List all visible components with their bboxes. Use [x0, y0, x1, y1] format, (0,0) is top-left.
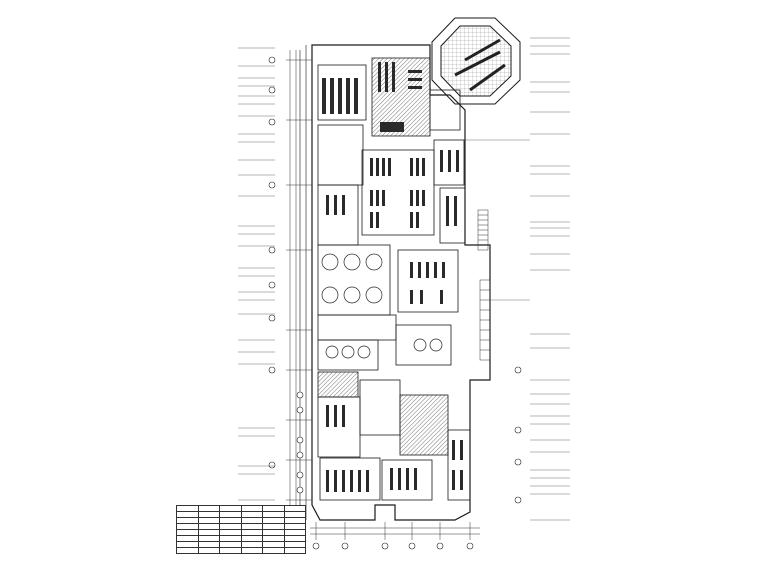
equipment-blocks [322, 62, 463, 492]
circular-equipment [321, 253, 443, 359]
legend-table [176, 505, 306, 563]
axis-markers-left [268, 56, 304, 494]
octagon-tower [431, 17, 521, 105]
annotation-leaders-right [465, 37, 570, 521]
dimension-lines-bottom [310, 522, 480, 540]
axis-markers-bottom [312, 542, 474, 550]
annotation-leaders-left [238, 47, 275, 501]
stair-areas [477, 209, 491, 361]
axis-markers-right [514, 366, 522, 504]
dimension-lines-left [286, 50, 312, 505]
